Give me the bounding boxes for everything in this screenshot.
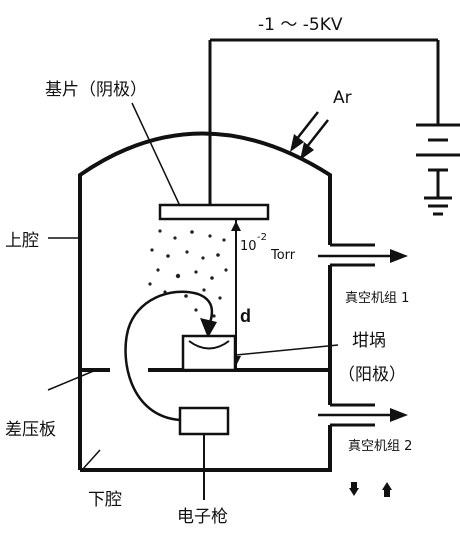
up-arrow-icon [382,482,392,497]
power-circuit [208,38,440,205]
battery-icon [416,123,460,216]
vacuum-port-2 [318,403,408,427]
voltage-label: -1 ～ -5KV [258,15,343,35]
vacuum-unit-1-label: 真空机组 1 [345,291,409,306]
electron-beam-path [124,290,214,422]
crucible [181,334,237,372]
crucible-label: 坩埚 [352,331,386,351]
vacuum-unit-2-label: 真空机组 2 [348,439,412,454]
anode-label: （阳极） [338,365,406,385]
pressure-unit-label: Torr [270,248,296,263]
electron-gun-label: 电子枪 [177,507,228,527]
argon-inlet-arrows [290,111,329,160]
upper-chamber-label: 上腔 [5,231,39,251]
pressure-base-label: 10 [240,239,257,254]
lower-chamber-label: 下腔 [88,490,122,510]
argon-label: Ar [333,88,352,108]
chamber-wall [78,131,332,472]
electron-gun [178,406,230,500]
substrate-label: 基片（阴极） [45,80,147,100]
substrate-plate [158,203,270,221]
vacuum-port-1 [318,243,408,267]
down-arrow-icon [349,482,359,496]
distance-label: d [240,306,251,326]
vapor-particles [148,229,228,318]
baffle-label: 差压板 [5,420,56,440]
leader-lines [47,102,339,471]
pressure-exponent-label: -2 [257,232,267,243]
